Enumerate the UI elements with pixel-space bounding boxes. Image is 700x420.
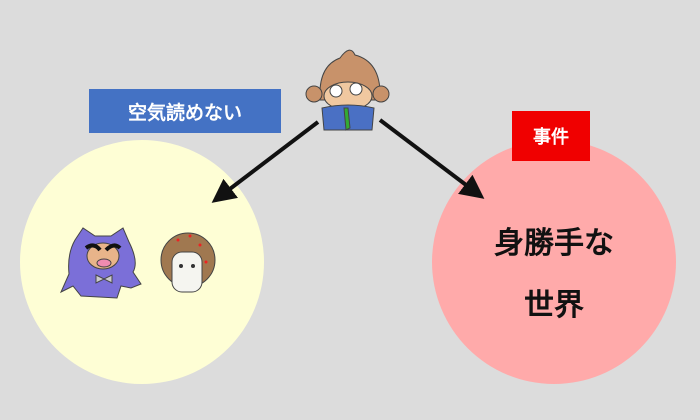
pig-character-icon xyxy=(59,227,142,299)
right-text-line1: 身勝手な xyxy=(494,226,614,261)
right-text-line2: 世界 xyxy=(524,288,584,323)
arrow-right xyxy=(378,118,485,199)
left-label: 空気読めない xyxy=(89,89,281,133)
right-label: 事件 xyxy=(512,111,590,161)
arrow-left xyxy=(211,120,320,203)
hedgehog-character-icon xyxy=(160,232,216,293)
monkey-icon xyxy=(305,49,390,131)
